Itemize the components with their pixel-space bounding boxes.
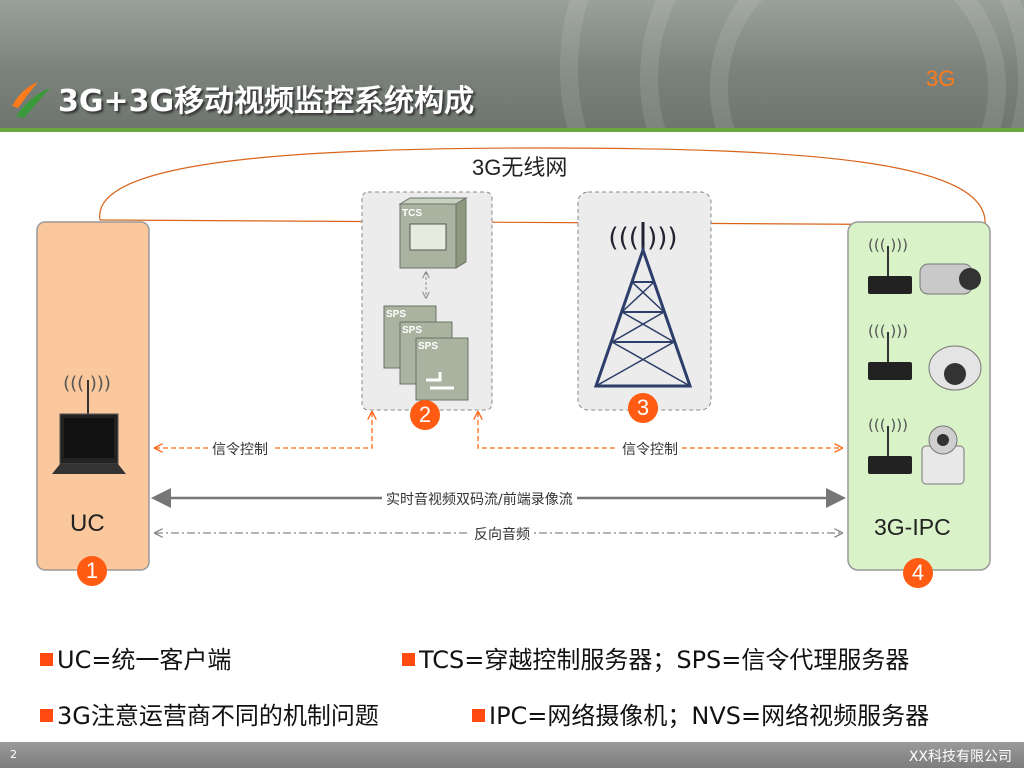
page-title: 3G+3G移动视频监控系统构成	[58, 84, 475, 119]
sps-label: SPS	[402, 325, 423, 336]
tcs-label: TCS	[402, 208, 422, 219]
uc-label: UC	[70, 510, 105, 537]
header-decoration-arc	[560, 0, 1024, 130]
laptop-icon: ((( )))	[52, 373, 126, 474]
reverse-audio-label: 反向音频	[470, 524, 534, 544]
header-divider	[0, 128, 1024, 132]
header-decoration-arc	[710, 0, 1006, 130]
signal-control-left-label: 信令控制	[208, 439, 272, 459]
network-ellipse-base	[99, 219, 986, 226]
legend-item: UC=统一客户端	[40, 640, 231, 675]
ipc-camera-icon: ((( )))	[868, 236, 981, 295]
svg-text:((( ))): ((( )))	[868, 236, 908, 254]
bullet-square-icon	[472, 709, 485, 722]
svg-text:((( ))): ((( )))	[868, 416, 908, 434]
sps-label: SPS	[418, 341, 439, 352]
bullet-square-icon	[402, 653, 415, 666]
header-decoration-arc	[640, 0, 1024, 130]
ipc-label: 3G-IPC	[874, 514, 951, 540]
signal-control-right-label: 信令控制	[618, 439, 682, 459]
signal-control-right-arrow	[478, 412, 842, 448]
ipc-camera-icon: ((( )))	[868, 416, 965, 485]
badge-uc: 1	[77, 556, 107, 586]
badge-servers: 2	[410, 400, 440, 430]
network-ellipse	[99, 147, 986, 226]
tower-box	[577, 191, 712, 411]
legend-item: IPC=网络摄像机；NVS=网络视频服务器	[472, 696, 929, 731]
page-number: 2	[10, 748, 17, 761]
ipc-camera-icon: ((( )))	[868, 322, 982, 391]
svg-text:((( ))): ((( )))	[868, 322, 908, 340]
video-stream-label: 实时音视频双码流/前端录像流	[382, 489, 577, 509]
bullet-square-icon	[40, 709, 53, 722]
slide-footer: 2 XX科技有限公司	[0, 742, 1024, 768]
bullet-square-icon	[40, 653, 53, 666]
badge-ipc: 4	[903, 558, 933, 588]
company-name: XX科技有限公司	[908, 749, 1012, 765]
system-diagram: ((( ))) (((·))) ((( )))	[36, 147, 991, 571]
tcs-server-icon	[398, 197, 468, 269]
network-label: 3G无线网	[472, 155, 568, 180]
legend-item: 3G注意运营商不同的机制问题	[40, 696, 379, 731]
cell-tower-icon: (((·)))	[593, 222, 693, 388]
legend-item: TCS=穿越控制服务器；SPS=信令代理服务器	[402, 640, 909, 675]
company-logo-icon	[12, 82, 50, 118]
header-tag: 3G	[926, 66, 956, 91]
sps-label: SPS	[386, 309, 407, 320]
badge-tower: 3	[628, 393, 658, 423]
sps-server-icon	[383, 305, 469, 401]
slide-header	[0, 0, 1024, 130]
